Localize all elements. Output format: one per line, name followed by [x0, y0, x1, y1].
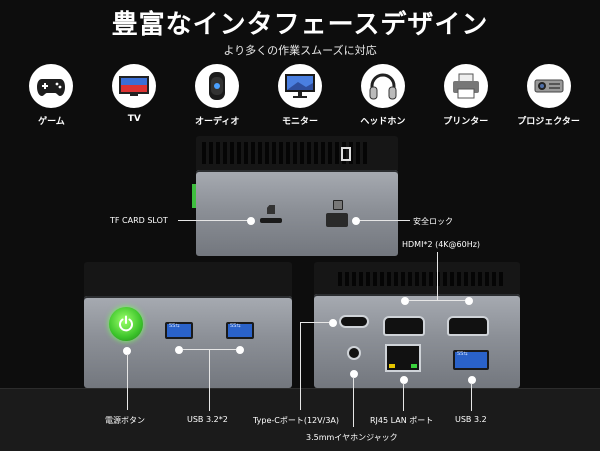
usb-port-front-1[interactable]: SS⇆	[165, 322, 193, 339]
speaker-icon	[195, 64, 240, 108]
device-icon-row: ゲーム TV オーディオ モニター ヘッドホン プリンター プロジェクター	[10, 64, 590, 127]
top-device-vents	[202, 142, 367, 164]
device-label: プリンター	[443, 117, 489, 127]
device-item-projector: プロジェクター	[507, 64, 590, 127]
security-lock-line	[358, 220, 410, 221]
usb-c-marker	[329, 319, 337, 327]
top-device-latch	[341, 147, 351, 161]
usb-port-rear[interactable]: SS⇆	[453, 350, 489, 370]
power-icon	[119, 315, 133, 332]
tv-icon	[112, 64, 157, 108]
security-lock-marker	[352, 217, 360, 225]
usb-c-line-h	[300, 322, 329, 323]
device-label: オーディオ	[194, 117, 240, 127]
audio-jack-label: 3.5mmイヤホンジャック	[306, 433, 398, 442]
tf-card-slot[interactable]	[260, 218, 282, 223]
hdmi-line	[437, 252, 438, 300]
rear-device-vents	[338, 272, 503, 286]
usb-front-label: USB 3.2*2	[187, 415, 228, 424]
usb-front-line	[209, 349, 210, 411]
tf-card-slot-line	[178, 220, 248, 221]
gamepad-icon	[29, 64, 74, 108]
projector-icon	[526, 64, 571, 108]
device-item-monitor: モニター	[259, 64, 342, 127]
page-title: 豊富なインタフェースデザイン	[111, 10, 489, 40]
usb-rear-line	[471, 383, 472, 411]
rj45-label: RJ45 LAN ポート	[370, 416, 434, 425]
usb-front-marker-1	[175, 346, 183, 354]
hdmi-bracket	[409, 300, 465, 301]
usb-c-line-v	[300, 322, 301, 410]
device-label: ヘッドホン	[360, 117, 406, 127]
tf-card-slot-marker	[247, 217, 255, 225]
top-device-green-strip	[192, 184, 196, 208]
audio-jack-marker	[350, 370, 358, 378]
device-item-printer: プリンター	[424, 64, 507, 127]
hdmi-port-1[interactable]	[383, 316, 425, 336]
security-lock-label: 安全ロック	[413, 217, 453, 226]
usb-rear-label: USB 3.2	[455, 415, 487, 424]
printer-icon	[443, 64, 488, 108]
device-label: プロジェクター	[517, 117, 580, 127]
tf-card-slot-label: TF CARD SLOT	[110, 216, 168, 225]
device-label: TV	[127, 114, 141, 124]
usb-port-front-2[interactable]: SS⇆	[226, 322, 254, 339]
audio-jack-line	[353, 377, 354, 427]
power-button-label: 電源ボタン	[105, 416, 145, 425]
hdmi-marker-1	[401, 297, 409, 305]
power-button[interactable]	[109, 307, 143, 341]
hdmi-port-2[interactable]	[447, 316, 489, 336]
front-device-cap	[84, 262, 292, 298]
hdmi-label: HDMI*2 (4K@60Hz)	[402, 240, 481, 249]
headphones-icon	[360, 64, 405, 108]
rj45-marker	[400, 376, 408, 384]
top-device-body	[196, 170, 398, 256]
hdmi-marker-2	[465, 297, 473, 305]
usb-c-port[interactable]	[339, 315, 369, 328]
lock-icon	[333, 200, 343, 210]
security-lock-slot[interactable]	[326, 213, 348, 227]
device-label: ゲーム	[38, 117, 65, 127]
power-button-line	[127, 354, 128, 410]
page-subtitle: より多くの作業スムーズに対応	[223, 44, 377, 57]
device-item-tv: TV	[93, 64, 176, 127]
audio-jack[interactable]	[347, 346, 361, 360]
usb-front-marker-2	[236, 346, 244, 354]
monitor-icon	[278, 64, 322, 108]
usb-c-label: Type-Cポート(12V/3A)	[253, 416, 339, 425]
rear-device-body	[314, 294, 520, 388]
sd-card-icon	[267, 205, 275, 214]
device-label: モニター	[282, 117, 319, 127]
usb-rear-marker	[468, 376, 476, 384]
device-item-headphones: ヘッドホン	[341, 64, 424, 127]
device-item-game: ゲーム	[10, 64, 93, 127]
rj45-line	[403, 383, 404, 411]
rj45-port[interactable]	[385, 344, 421, 372]
device-item-audio: オーディオ	[176, 64, 259, 127]
